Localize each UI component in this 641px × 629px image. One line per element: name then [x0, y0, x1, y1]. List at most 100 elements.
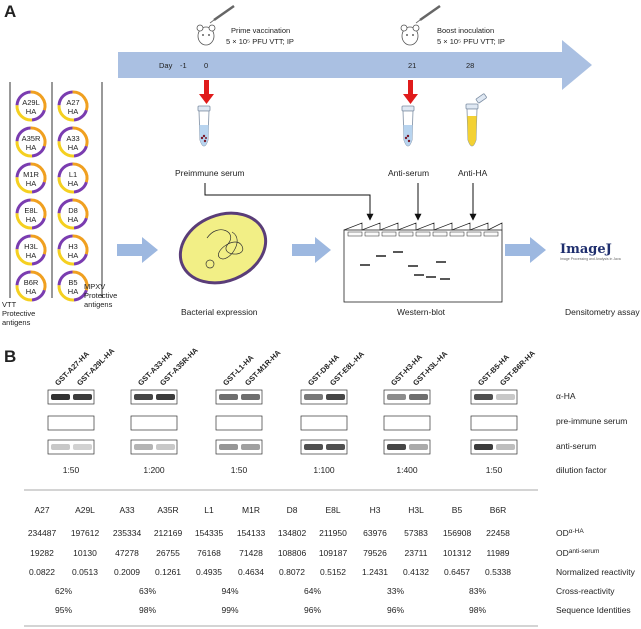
table-cell: 197612: [71, 528, 100, 538]
table-cell: 211950: [319, 528, 347, 538]
plasmid-segment: [73, 145, 88, 158]
plasmid-segment: [57, 249, 75, 266]
imagej-logo: ImageJ Image Processing and Analysis in …: [560, 242, 621, 261]
flow-arrow-1: [117, 237, 158, 263]
vtt-label-line3: antigens: [2, 318, 31, 327]
blot-box: [47, 389, 95, 405]
table-cell: 0.4132: [403, 567, 429, 577]
blot-band: [496, 444, 515, 450]
table-cell: 0.1261: [155, 567, 181, 577]
plasmid-tag: HA: [26, 287, 36, 296]
table-pair-cell: 95%: [55, 605, 72, 615]
plasmid-tag: HA: [26, 107, 36, 116]
blot-box: [300, 389, 348, 405]
plasmid-label: L1: [69, 170, 77, 179]
blot-band: [241, 394, 260, 400]
antiserum-tube-icon: [401, 105, 415, 147]
blot-band: [156, 394, 175, 400]
plasmid-tag: HA: [26, 215, 36, 224]
plasmid-segment: [72, 126, 89, 147]
plasmid-segment: [57, 213, 75, 230]
blot-band: [409, 394, 428, 400]
plasmid-segment: [57, 105, 75, 122]
table-row-label: Cross-reactivity: [556, 586, 615, 596]
plasmid-segment: [73, 217, 88, 230]
plasmid-segment: [15, 249, 33, 266]
table-cell: 0.6457: [444, 567, 470, 577]
preimmune-connector: [204, 183, 374, 221]
plasmid-segment: [57, 198, 73, 214]
imagej-logo-tagline: Image Processing and Analysis in Java: [560, 257, 621, 261]
plasmid-label: A27: [66, 98, 79, 107]
plasmid-segment: [15, 90, 31, 106]
plasmid-icon: [57, 162, 89, 194]
table-row-label: Normalized reactivity: [556, 567, 636, 577]
plasmid-label: A29L: [22, 98, 40, 107]
blot-box: [130, 389, 178, 405]
table-pair-cell: 33%: [387, 586, 404, 596]
dilution-factor: 1:400: [396, 465, 418, 475]
table-pair-cell: 62%: [55, 586, 72, 596]
table-cell: 22458: [486, 528, 510, 538]
blot-band: [326, 444, 345, 450]
table-cell: 0.0822: [29, 567, 55, 577]
red-arrow-prime: [199, 80, 214, 104]
plasmid-grid: A29LHAA27HAA35RHAA33HAM1RHAL1HAE8LHAD8HA…: [15, 90, 89, 302]
plasmid-segment: [72, 198, 89, 219]
table-pair-cell: 98%: [469, 605, 486, 615]
plasmid-icon: [15, 162, 47, 194]
plasmid-icon: [15, 198, 47, 230]
table-header-cell: A29L: [75, 505, 95, 515]
syringe-icon-boost: [415, 4, 441, 24]
imagej-logo-text: ImageJ: [560, 242, 612, 257]
antigen-brackets: [9, 82, 103, 298]
plasmid-segment: [31, 289, 46, 302]
panel-a-label: A: [4, 2, 16, 21]
table-cell: 47278: [115, 548, 139, 558]
blot-band: [474, 444, 493, 450]
blot-band: [219, 394, 238, 400]
table-row-label-sup: anti-serum: [569, 548, 600, 555]
plasmid-segment: [15, 198, 31, 214]
prime-title: Prime vaccination: [231, 26, 290, 35]
blot-band: [51, 444, 70, 450]
table-cell: 0.0513: [72, 567, 98, 577]
prime-detail: 5 × 10⁵ PFU VTT; IP: [226, 37, 294, 46]
table-row-label: ODanti-serum: [556, 548, 599, 558]
preimmune-tube-icon: [197, 105, 211, 147]
table-row-label-sup: α-HA: [569, 528, 585, 535]
plasmid-segment: [30, 198, 47, 219]
blot-band: [156, 444, 175, 450]
table-cell: 19282: [30, 548, 54, 558]
western-blot-label: Western-blot: [397, 307, 446, 317]
plasmid-icon: [15, 270, 47, 302]
blot-box: [215, 415, 263, 431]
plasmid-segment: [30, 270, 47, 291]
table-cell: 10130: [73, 548, 97, 558]
mouse-icon-prime: [196, 24, 216, 46]
blot-panel: GST-A27-HAGST-A29L-HA1:50GST-A33-HAGST-A…: [47, 345, 537, 475]
plasmid-segment: [72, 270, 89, 291]
timeline-arrow: [118, 40, 592, 90]
plasmid-label: M1R: [23, 170, 39, 179]
plasmid-segment: [15, 270, 31, 286]
blot-box: [470, 415, 518, 431]
plasmid-tag: HA: [68, 143, 78, 152]
flow-arrow-3: [505, 237, 546, 263]
plasmid-segment: [57, 126, 73, 142]
plasmid-segment: [57, 90, 73, 106]
table-pair-cell: 98%: [139, 605, 156, 615]
plasmid-tag: HA: [68, 287, 78, 296]
table-cell: 23711: [404, 548, 427, 558]
plasmid-tag: HA: [68, 251, 78, 260]
table-cell: 79526: [363, 548, 387, 558]
blot-box: [215, 439, 263, 455]
table-cell: 234487: [28, 528, 57, 538]
plasmid-segment: [72, 162, 89, 183]
day-0: 0: [204, 61, 208, 70]
table-cell: 134802: [278, 528, 307, 538]
plasmid-segment: [31, 217, 46, 230]
table-cell: 57383: [404, 528, 428, 538]
row-label-preimmune: pre-immune serum: [556, 416, 627, 426]
bacterial-expression-label: Bacterial expression: [181, 307, 258, 317]
